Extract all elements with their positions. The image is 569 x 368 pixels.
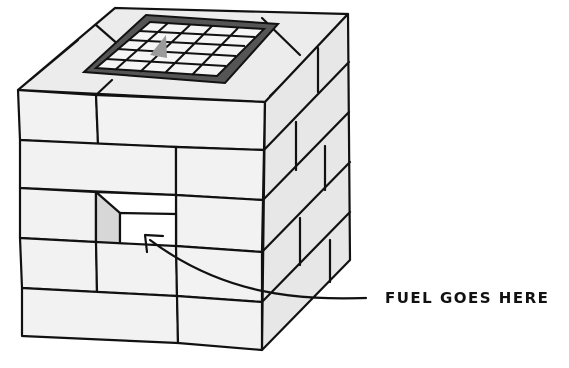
front-brick [18,138,178,197]
front-brick [18,236,99,294]
fuel-label: FUEL GOES HERE [385,289,549,307]
front-brick [18,186,98,244]
front-brick [174,244,264,304]
grate-wires [105,22,256,76]
front-brick [174,145,266,202]
side-face [260,12,352,352]
curved-arrow-icon [143,233,368,300]
front-brick [175,294,264,352]
front-brick [16,88,100,146]
front-brick [20,286,180,345]
front-brick [174,193,265,254]
front-brick [94,93,267,152]
front-face [16,88,267,352]
cooking-grate [81,13,281,85]
